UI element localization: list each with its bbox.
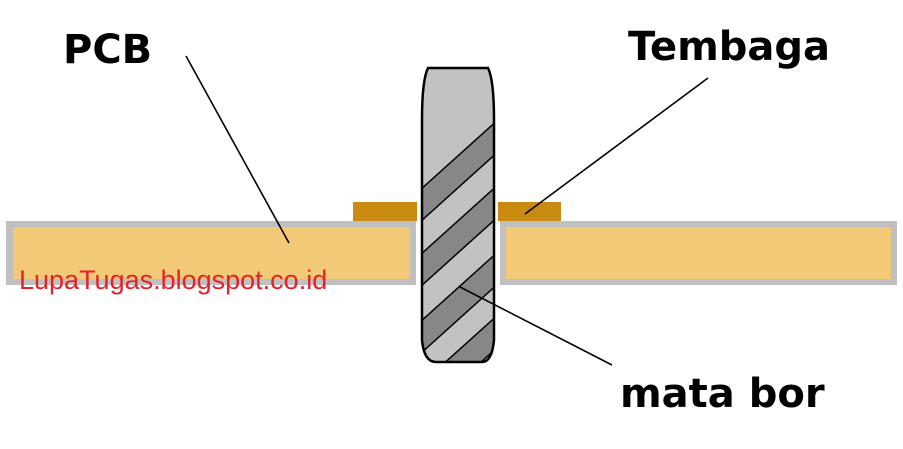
leader-line-copper bbox=[524, 77, 709, 215]
label-copper: Tembaga bbox=[628, 24, 830, 70]
label-pcb: PCB bbox=[63, 27, 152, 73]
label-drill-bit: mata bor bbox=[620, 371, 825, 417]
leader-line-pcb bbox=[185, 55, 290, 244]
drill-bit bbox=[420, 66, 496, 364]
leader-line-drill-bit bbox=[459, 286, 613, 366]
copper-pad-left bbox=[353, 202, 417, 221]
pcb-board-left bbox=[6, 221, 416, 285]
watermark-text: LupaTugas.blogspot.co.id bbox=[19, 265, 327, 295]
pcb-board-right bbox=[500, 221, 897, 285]
drill-bit-flutes bbox=[422, 116, 494, 362]
